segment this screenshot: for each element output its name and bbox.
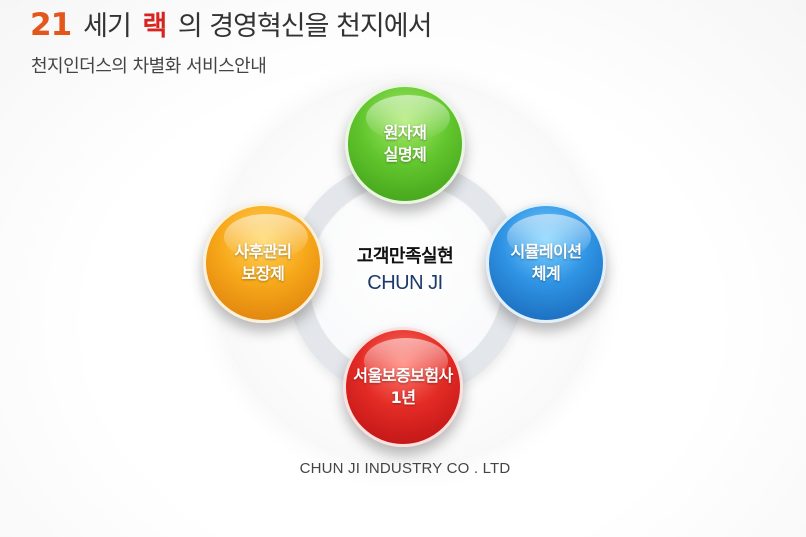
node-label-line1: 사후관리 xyxy=(234,242,292,261)
node-label-line2: 보장제 xyxy=(241,264,285,283)
node-label-line2: 1년 xyxy=(390,388,416,407)
title-accent: 랙 xyxy=(142,11,167,42)
node-label-line2: 체계 xyxy=(531,264,561,283)
page-subtitle: 천지인더스의 차별화 서비스안내 xyxy=(31,56,267,77)
title-number: 21 xyxy=(30,7,72,43)
node-label-line1: 서울보증보험사 xyxy=(353,366,453,385)
center-title: 고객만족실현 xyxy=(356,246,454,267)
company-name: CHUN JI INDUSTRY CO . LTD xyxy=(299,460,511,477)
page-title: 21 세기 랙 의 경영혁신을 천지에서 xyxy=(30,4,433,48)
node-simulation-system[interactable]: 시뮬레이션 체계 xyxy=(486,203,606,323)
node-after-service[interactable]: 사후관리 보장제 xyxy=(203,203,323,323)
node-material-registration[interactable]: 원자재 실명제 xyxy=(345,84,465,204)
node-label-line2: 실명제 xyxy=(383,145,427,164)
title-text: 세기 랙 의 경영혁신을 천지에서 xyxy=(83,4,433,43)
title-suffix: 의 경영혁신을 천지에서 xyxy=(177,11,433,42)
center-subtitle: CHUN JI xyxy=(367,272,443,294)
title-prefix: 세기 xyxy=(83,11,132,42)
node-seoul-guarantee-insurance[interactable]: 서울보증보험사 1년 xyxy=(343,327,463,447)
node-label-line1: 원자재 xyxy=(383,123,427,142)
node-label-line1: 시뮬레이션 xyxy=(510,242,582,261)
